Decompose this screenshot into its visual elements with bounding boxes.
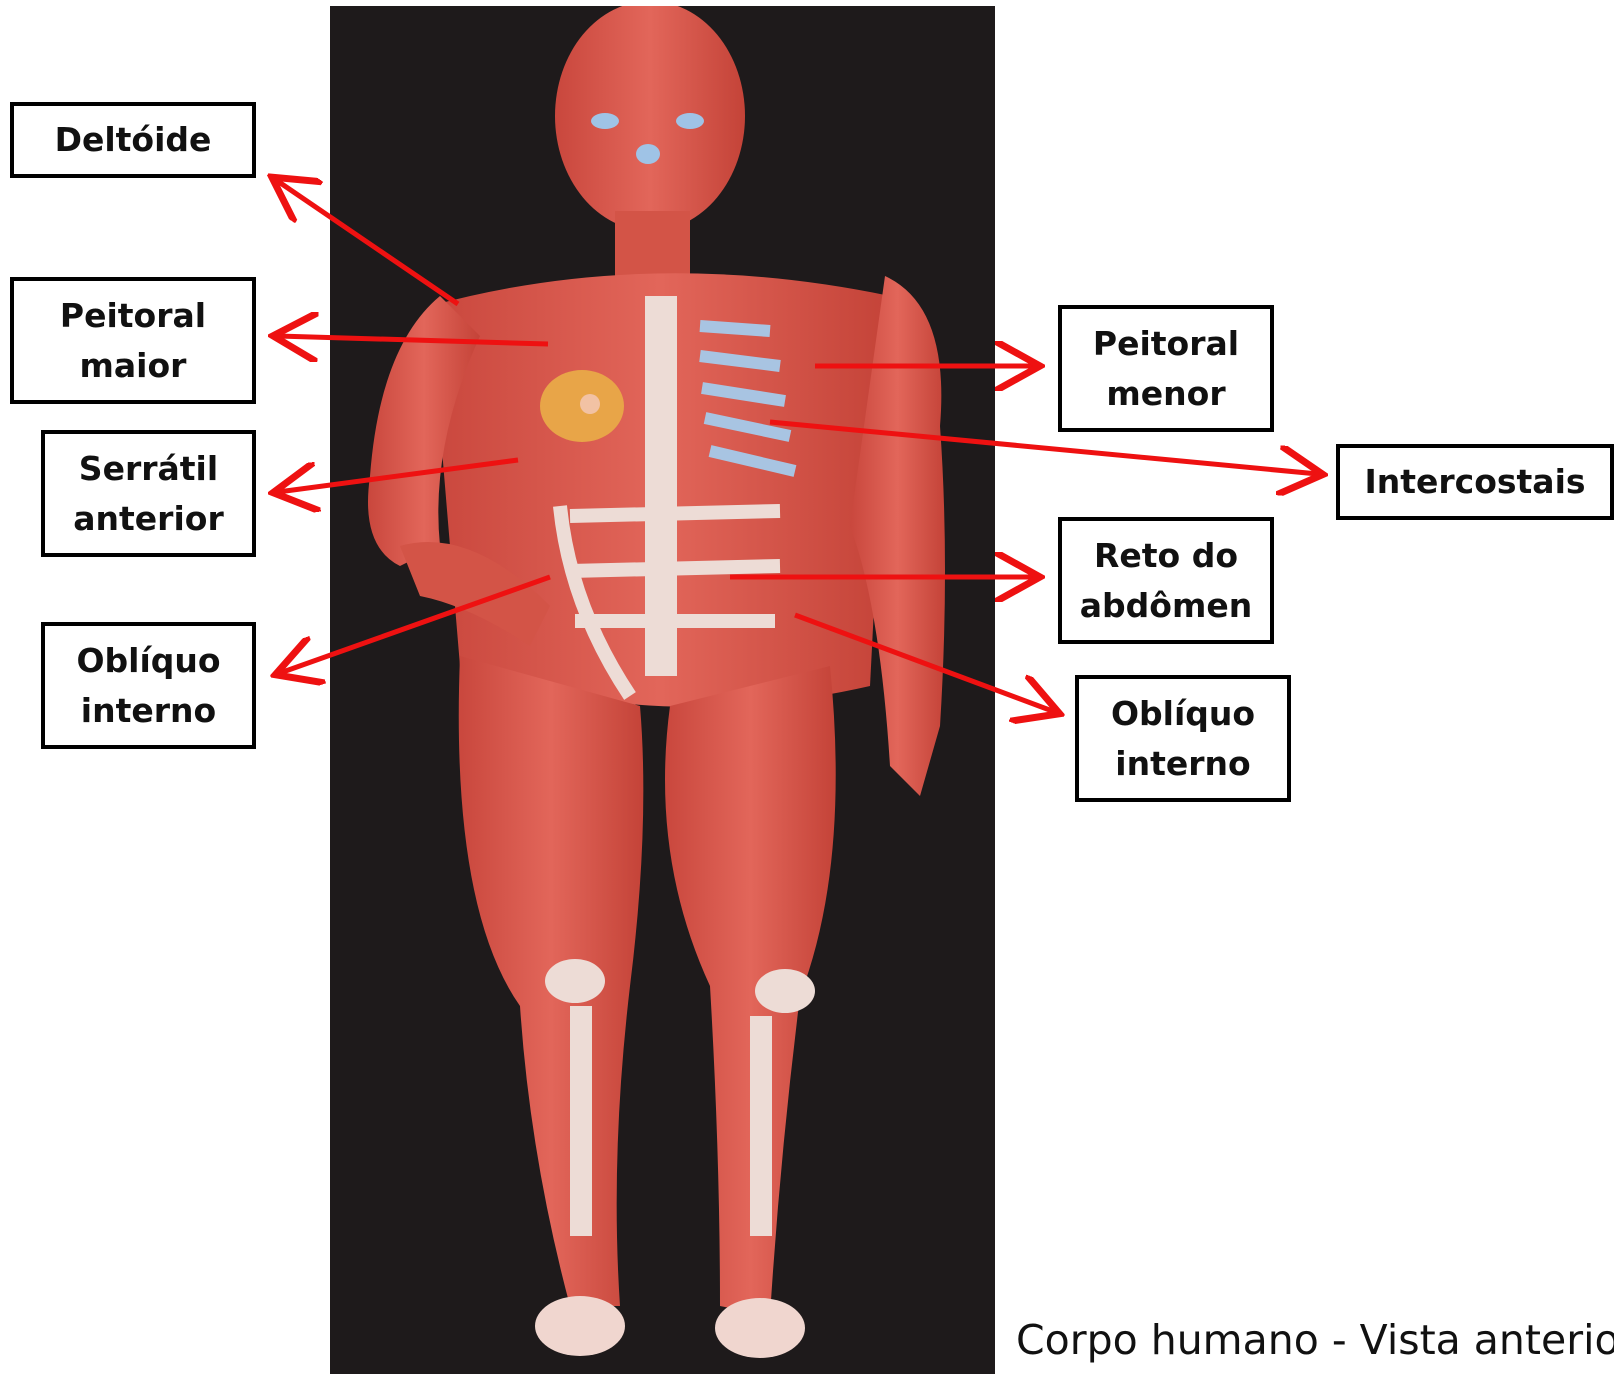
label-reto-do-abdomen: Reto do abdômen [1058, 517, 1274, 644]
label-obliquo-interno-left: Oblíquo interno [41, 622, 256, 749]
muscle-model-figure [330, 6, 995, 1374]
label-peitoral-menor: Peitoral menor [1058, 305, 1274, 432]
label-peitoral-maior: Peitoral maior [10, 277, 256, 404]
label-deltoide: Deltóide [10, 102, 256, 178]
label-obliquo-interno-right: Oblíquo interno [1075, 675, 1291, 802]
label-serratil-anterior: Serrátil anterior [41, 430, 256, 557]
anatomy-photo [330, 6, 995, 1374]
label-intercostais: Intercostais [1336, 444, 1614, 520]
head [555, 6, 745, 231]
figure-caption: Corpo humano - Vista anterior [1016, 1316, 1614, 1364]
